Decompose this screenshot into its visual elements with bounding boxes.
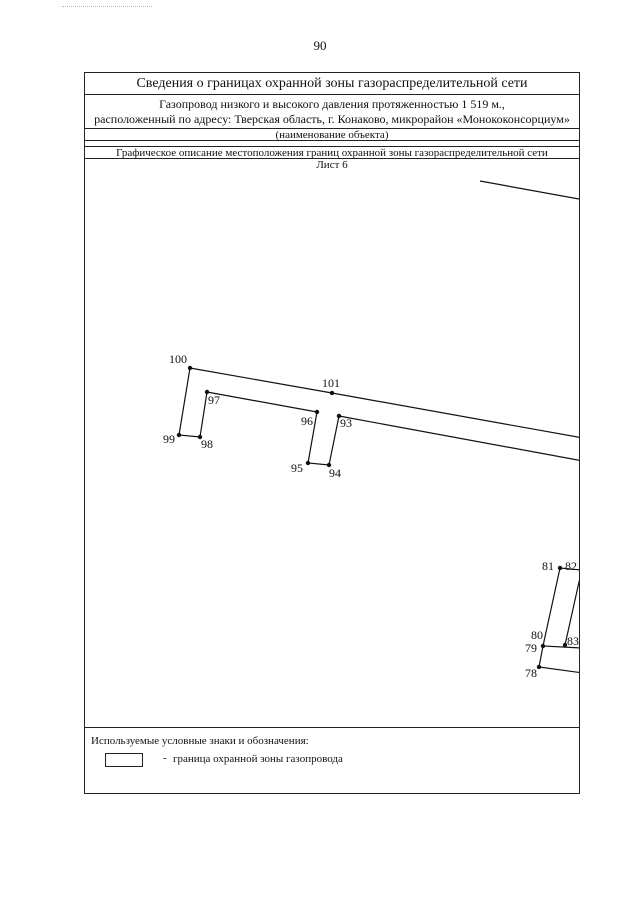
sheet-label: Лист 6 (316, 159, 348, 171)
point-97 (204, 389, 210, 395)
label-point-93: 93 (340, 416, 352, 430)
boundary-line-bottom-right (542, 567, 579, 649)
boundary-sheet: Сведения о границах охранной зоны газора… (84, 72, 580, 794)
label-point-100: 100 (169, 352, 187, 366)
point-99 (176, 432, 182, 438)
object-line-2: расположенный по адресу: Тверская област… (94, 112, 570, 126)
object-description: Газопровод низкого и высокого давления п… (85, 95, 579, 129)
boundary-line-bottom-right-inner (564, 579, 579, 646)
label-point-81: 81 (542, 559, 554, 573)
boundary-lines (178, 180, 579, 674)
label-point-82: 82 (565, 559, 577, 573)
page-number: 90 (313, 38, 327, 53)
object-line-1: Газопровод низкого и высокого давления п… (159, 97, 505, 111)
boundary-line-bottom-lower (538, 645, 579, 674)
legend: Используемые условные знаки и обозначени… (85, 727, 579, 793)
label-point-96: 96 (301, 414, 313, 428)
boundary-line-main-upper (189, 367, 579, 438)
point-94 (326, 462, 332, 468)
scan-artifact (62, 6, 152, 8)
legend-item-label: граница охранной зоны газопровода (173, 753, 343, 765)
label-point-98: 98 (201, 437, 213, 451)
point-80 (540, 643, 546, 649)
point-100 (187, 365, 193, 371)
point-81 (557, 565, 563, 571)
label-point-97: 97 (208, 393, 220, 407)
label-point-80: 80 (531, 628, 543, 642)
legend-boundary-swatch (105, 753, 143, 767)
point-95 (305, 460, 311, 466)
label-point-83: 83 (567, 634, 579, 648)
legend-title: Используемые условные знаки и обозначени… (91, 735, 309, 747)
point-93 (336, 413, 342, 419)
boundary-line-top-right (479, 180, 579, 200)
label-point-99: 99 (163, 432, 175, 446)
label-point-78: 78 (525, 666, 537, 680)
boundary-points (176, 365, 579, 670)
header-spacer (85, 141, 579, 147)
point-83 (562, 642, 568, 648)
section-title: Графическое описание местоположения гран… (85, 147, 579, 159)
label-point-101: 101 (322, 376, 340, 390)
sheet-title: Сведения о границах охранной зоны газора… (85, 73, 579, 95)
point-98 (197, 434, 203, 440)
label-point-79: 79 (525, 641, 537, 655)
object-caption: (наименование объекта) (85, 129, 579, 141)
point-labels: 100 101 97 96 93 99 98 95 94 81 82 80 79… (163, 352, 579, 680)
point-101 (329, 390, 335, 396)
boundary-map: 100 101 97 96 93 99 98 95 94 81 82 80 79… (163, 180, 579, 680)
point-78 (536, 664, 542, 670)
point-96 (314, 409, 320, 415)
label-point-95: 95 (291, 461, 303, 475)
label-point-94: 94 (329, 466, 341, 480)
legend-dash: - (163, 752, 167, 764)
